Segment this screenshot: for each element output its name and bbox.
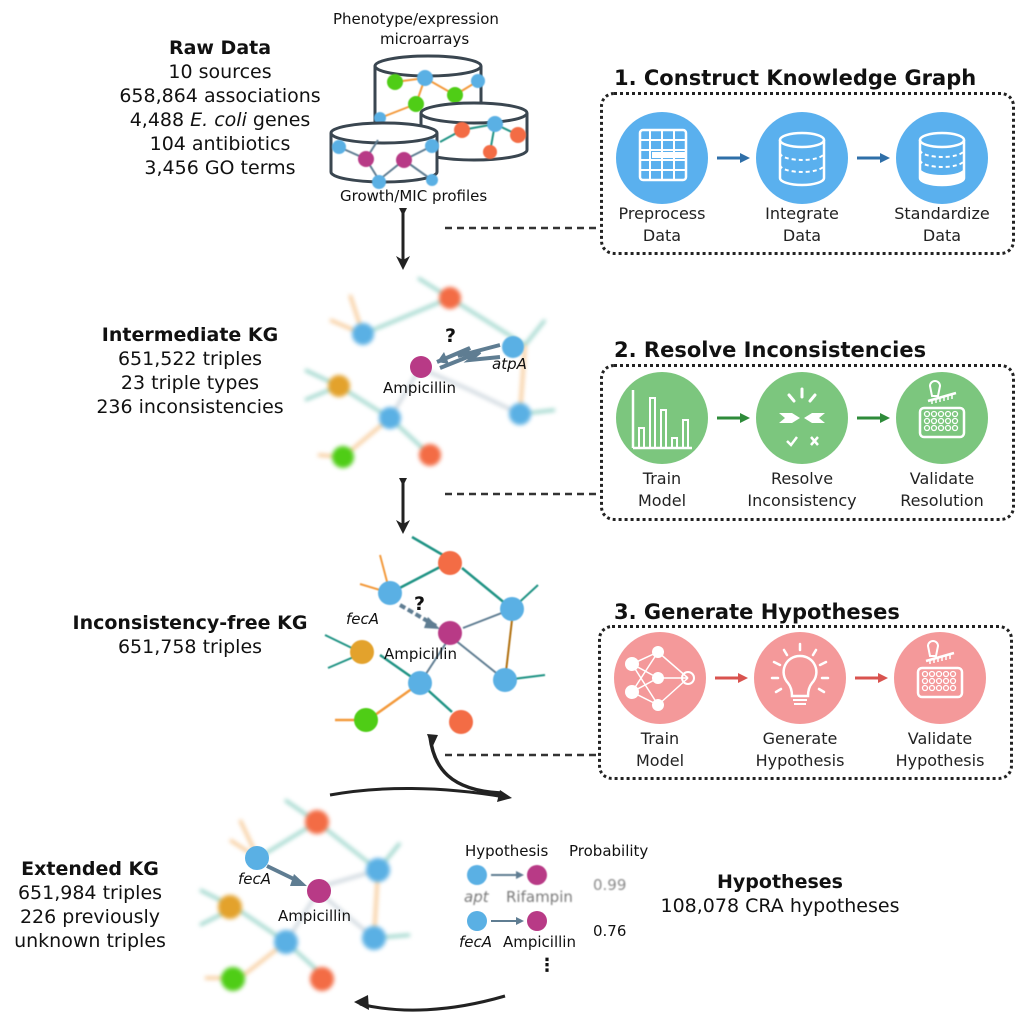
hypothesis-column-header: Hypothesis xyxy=(465,842,549,860)
hypothesis-row-2-graph xyxy=(467,911,547,931)
raw-data-antibiotics: 104 antibiotics xyxy=(149,133,291,155)
consistent-kg-graph xyxy=(324,535,546,734)
raw-data-genes: 4,488 E. coli genes xyxy=(129,109,311,131)
hypotheses-title: Hypotheses xyxy=(717,871,843,893)
panel-1-title: 1. Construct Knowledge Graph xyxy=(614,66,977,90)
raw-data-go-terms: 3,456 GO terms xyxy=(144,157,296,179)
flow-arrow-2 xyxy=(396,478,410,534)
panel-3-title: 3. Generate Hypotheses xyxy=(614,600,900,624)
consistent-kg-triples: 651,758 triples xyxy=(117,636,263,658)
hypothesis-row-1-probability: 0.99 xyxy=(593,876,627,894)
intermediate-gene-label: atpA xyxy=(492,355,527,373)
consistent-kg-summary: Inconsistency-free KG 651,758 triples xyxy=(40,611,340,659)
sources-label-top: Phenotype/expression xyxy=(333,10,499,28)
consistent-gene-label: fecA xyxy=(346,610,380,628)
panel-2-title: 2. Resolve Inconsistencies xyxy=(614,338,927,362)
database-icon xyxy=(756,112,848,204)
extended-kg-title: Extended KG xyxy=(21,858,159,880)
sources-label-top2: microarrays xyxy=(380,30,470,48)
consistent-question-mark: ? xyxy=(414,593,426,615)
flow-arrow-1 xyxy=(396,208,410,270)
extended-kg-new: 226 previously xyxy=(19,906,161,928)
raw-data-associations: 658,864 associations xyxy=(119,85,321,107)
pipette-plate-icon xyxy=(896,372,988,464)
hypothesis-row-1-drug: Rifampin xyxy=(506,888,573,906)
database-growth xyxy=(329,121,439,189)
intermediate-question-mark: ? xyxy=(445,325,457,347)
extended-kg-graph xyxy=(199,798,411,991)
raw-data-sources: 10 sources xyxy=(168,61,272,83)
database-expression xyxy=(419,101,529,162)
extended-gene-label: fecA xyxy=(238,870,272,888)
hypothesis-row-1-graph xyxy=(467,865,547,885)
flow-arrow-return xyxy=(354,994,506,1012)
extended-kg-summary: Extended KG 651,984 triples 226 previous… xyxy=(0,857,180,953)
consistent-drug-label: Ampicillin xyxy=(384,645,457,663)
database-standardized-icon xyxy=(896,112,988,204)
extended-kg-triples: 651,984 triples xyxy=(17,882,163,904)
flow-arrow-3 xyxy=(329,734,512,802)
panel-1-box xyxy=(600,92,1015,255)
intermediate-drug-label: Ampicillin xyxy=(383,379,456,397)
hypothesis-row-2-drug: Ampicillin xyxy=(503,933,576,951)
consistent-kg-title: Inconsistency-free KG xyxy=(72,612,308,634)
extended-drug-label: Ampicillin xyxy=(278,907,351,925)
intermediate-kg-triples: 651,522 triples xyxy=(117,348,263,370)
neural-network-icon xyxy=(614,632,706,724)
extended-kg-new-2: unknown triples xyxy=(14,930,166,952)
hypotheses-count: 108,078 CRA hypotheses xyxy=(660,895,900,917)
table-icon xyxy=(616,112,708,204)
hypothesis-row-2-gene: fecA xyxy=(459,933,493,951)
sources-label-bottom: Growth/MIC profiles xyxy=(340,187,488,205)
hypothesis-row-1-gene: apt xyxy=(464,888,489,906)
intermediate-kg-inconsistencies: 236 inconsistencies xyxy=(96,396,284,418)
bar-chart-icon xyxy=(616,372,708,464)
intermediate-kg-types: 23 triple types xyxy=(120,372,260,394)
pipette-plate-icon xyxy=(894,632,986,724)
resolve-conflict-icon xyxy=(756,372,848,464)
hypothesis-row-2-probability: 0.76 xyxy=(593,922,627,940)
hypotheses-summary: Hypotheses 108,078 CRA hypotheses xyxy=(650,870,910,918)
raw-data-title: Raw Data xyxy=(168,37,272,59)
intermediate-kg-graph xyxy=(304,276,556,468)
intermediate-kg-title: Intermediate KG xyxy=(101,324,279,346)
raw-data-summary: Raw Data 10 sources 658,864 associations… xyxy=(100,36,340,180)
intermediate-kg-summary: Intermediate KG 651,522 triples 23 tripl… xyxy=(60,323,320,419)
hypothesis-more-indicator: ⋮ xyxy=(538,955,556,976)
panel-3-box xyxy=(598,625,1013,780)
panel-2-box xyxy=(600,364,1015,521)
probability-column-header: Probability xyxy=(569,842,649,860)
lightbulb-icon xyxy=(754,632,846,724)
